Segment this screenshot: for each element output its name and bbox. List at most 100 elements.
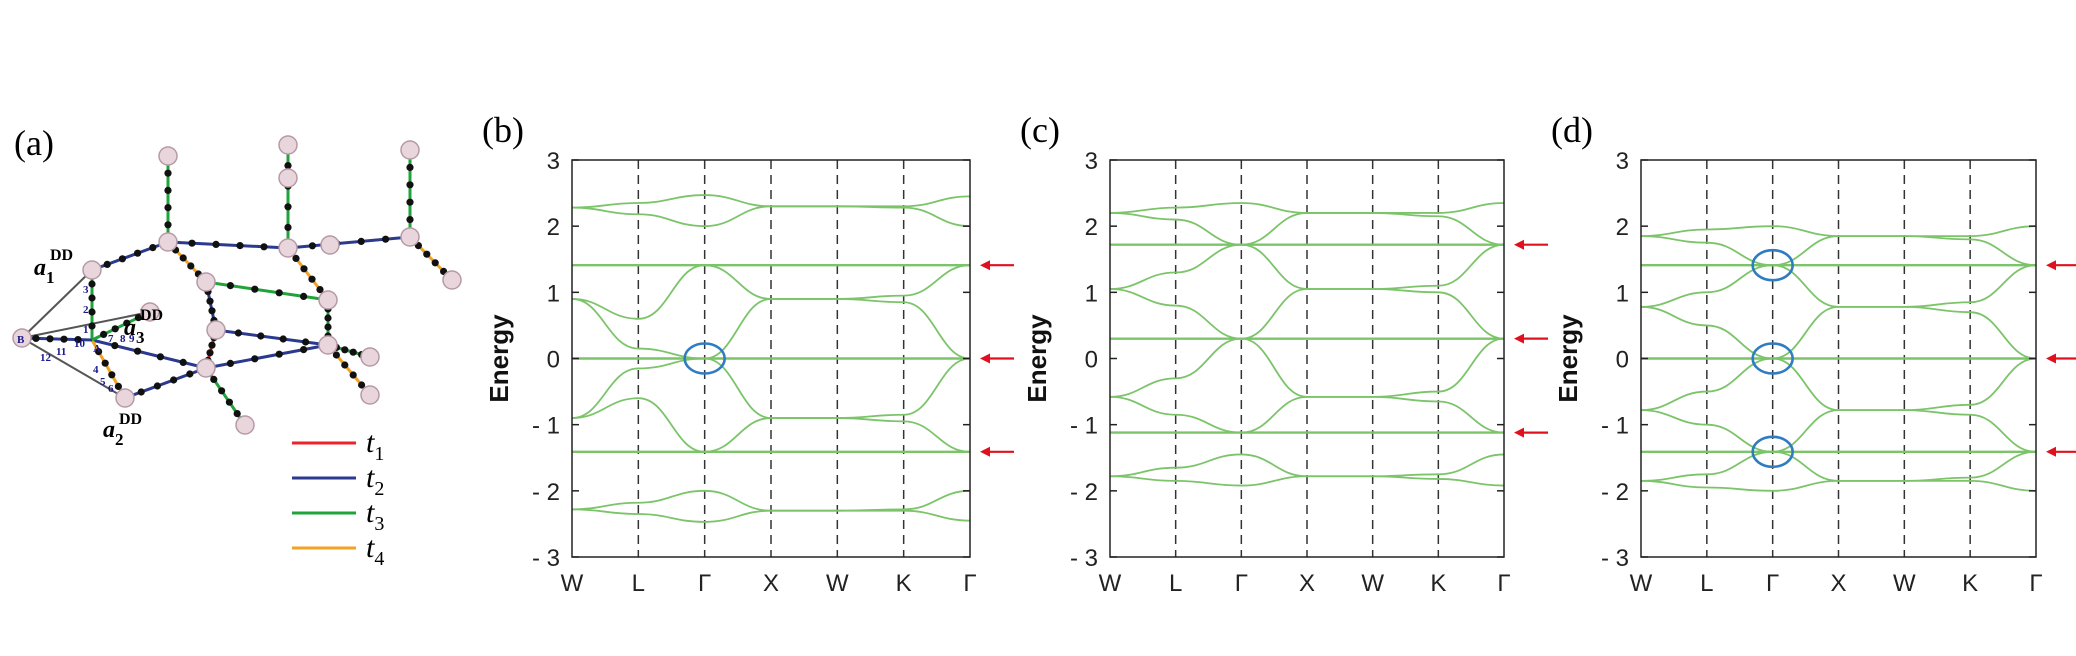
lattice-site-small [316,286,324,294]
band-line [571,397,971,453]
site-label: 12 [40,352,52,364]
lattice-site-small [206,297,214,305]
band-line [1109,475,1505,487]
x-tick-label: W [1630,570,1653,597]
lattice-site-small [88,294,96,302]
y-tick-label: - 3 [1601,545,1629,572]
band-line [1640,305,2037,360]
lattice-site-small [324,314,332,322]
lattice-site-small [32,334,40,342]
x-tick-label: L [632,570,645,597]
x-tick-label: K [1430,570,1446,597]
lattice-site-large [158,146,178,166]
lattice-large-sites [12,135,462,435]
lattice-site-small [153,382,161,390]
bond [205,280,329,302]
lattice-site-small [279,335,287,343]
lattice-site-small [406,198,414,206]
site-label: 7 [108,333,114,345]
site-label: 1 [83,324,89,336]
site-label: 4 [93,364,99,376]
band-line [1109,212,1505,246]
bond [91,240,169,272]
lattice-site-large [360,385,380,405]
band-line [1109,288,1505,340]
lattice-site-small [206,349,214,357]
band-line [1640,235,2037,267]
lattice-site-small [431,259,439,267]
x-tick-label: X [1299,570,1315,597]
band-line [1640,409,2037,453]
legend-label-t3: t3 [366,496,384,535]
lattice-site-small [118,255,126,263]
lattice-site-small [332,351,340,359]
bond [124,366,207,400]
x-tick-label: K [1962,570,1978,597]
y-tick-label: 3 [1616,148,1629,175]
lattice-site-small [324,323,332,331]
y-tick-label: - 1 [532,413,560,440]
vector-a2-line [21,337,126,399]
lattice-site-small [308,275,316,283]
lattice-site-small [74,336,82,344]
lattice-site-small [236,242,244,250]
lattice-site-small [218,387,226,395]
lattice-site-small [108,371,116,379]
lattice-structure-panel: (a) [12,123,462,570]
lattice-site-large [82,260,102,280]
lattice-site-small [101,359,109,367]
y-tick-label: 2 [1616,214,1629,241]
y-tick-label: - 2 [532,479,560,506]
lattice-site-small [341,361,349,369]
crossing-circle [1751,342,1794,375]
y-tick-label: - 1 [1070,413,1098,440]
lattice-site-small [406,216,414,224]
lattice-site-small [233,410,241,418]
x-tick-label: Γ [1497,570,1510,597]
lattice-site-small [149,244,157,252]
y-tick-label: - 2 [1601,479,1629,506]
lattice-site-small [186,370,194,378]
flat-band-arrowhead [2046,260,2056,271]
y-tick-label: - 3 [532,545,560,572]
lattice-site-small [300,292,308,300]
lattice-site-small [341,346,349,354]
y-axis-label: Energy [1553,314,1583,403]
lattice-site-small [251,285,259,293]
lattice-site-large [206,320,226,340]
lattice-site-small [275,289,283,297]
lattice-site-small [349,348,357,356]
lattice-site-small [226,359,234,367]
lattice-site-large [400,227,420,247]
lattice-site-small [164,221,172,229]
lattice-site-large [140,302,160,322]
lattice-site-small [308,242,316,250]
x-tick-label: Γ [1235,570,1248,597]
legend-label-t2: t2 [366,461,384,500]
hopping-legend: t1 t2 t3 t4 [292,426,384,570]
flat-band-arrowhead [980,446,990,457]
lattice-site-small [114,382,122,390]
lattice-site-large [196,358,216,378]
lattice-site-small [164,169,172,177]
lattice-site-small [111,342,119,350]
vector-a1-line [21,269,93,339]
y-tick-label: 1 [1616,280,1629,307]
lattice-site-small [187,262,195,270]
lattice-site-small [88,322,96,330]
panel-label: (c) [1020,110,1060,150]
site-label: 2 [83,304,89,316]
lattice-site-small [164,204,172,212]
lattice-site-large [318,290,338,310]
lattice-site-small [137,388,145,396]
site-label: 9 [129,333,135,345]
lattice-site-small [188,239,196,247]
lattice-site-large [278,135,298,155]
y-tick-label: 3 [1085,148,1098,175]
flat-band-arrowhead [1514,239,1524,250]
lattice-site-small [134,314,142,322]
unit-cell-vectors [21,269,151,399]
y-tick-label: 1 [547,280,560,307]
